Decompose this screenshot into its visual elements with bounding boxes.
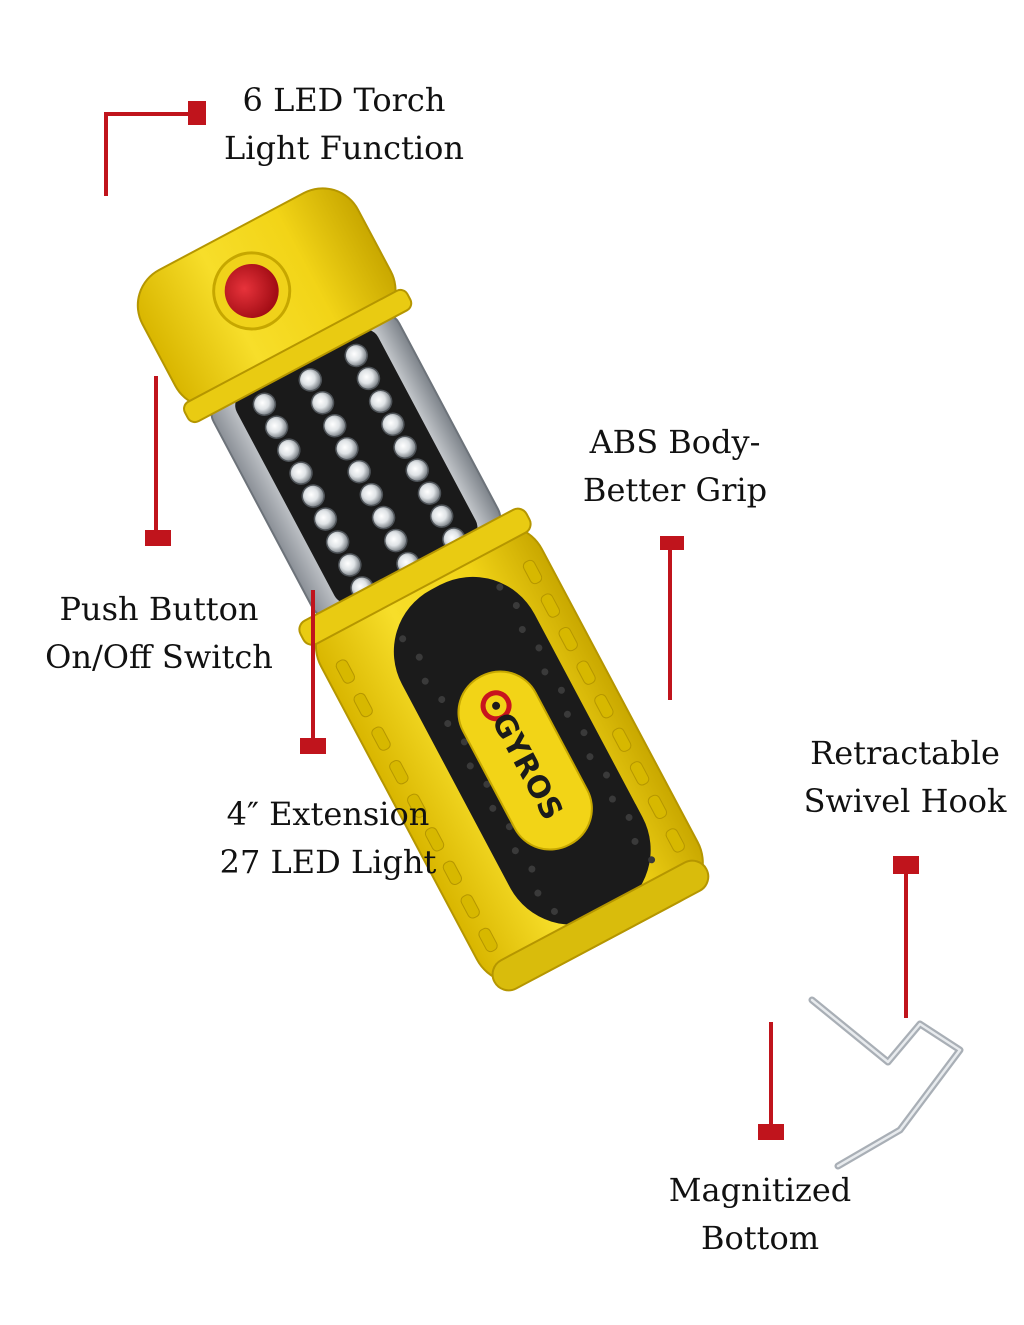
callout-swivel-line1: Retractable (810, 734, 1000, 772)
grip-dot (631, 837, 639, 845)
grip-rib (665, 828, 685, 853)
led (393, 435, 417, 460)
callout-extension: 4″ Extension 27 LED Light (218, 790, 438, 886)
grip-dot (557, 686, 565, 694)
grip-rib (407, 793, 427, 818)
led (252, 392, 277, 417)
led (359, 482, 384, 507)
grip-dot (563, 710, 571, 718)
grip-dot (460, 738, 468, 746)
grip-dot (550, 907, 558, 915)
led (301, 484, 325, 508)
work-light: GYROS (136, 187, 710, 992)
grip-dot (586, 753, 594, 761)
led (298, 368, 323, 392)
grip-rib (647, 794, 668, 820)
grip-dot (541, 668, 549, 676)
grip-rib (353, 692, 373, 718)
led (264, 415, 289, 439)
callout-push-line2: On/Off Switch (45, 638, 273, 676)
led (356, 366, 381, 391)
callout-push-line1: Push Button (59, 590, 259, 628)
callout-magnet-line1: Magnitized (668, 1171, 852, 1209)
grip-rib (424, 827, 445, 852)
push-button (212, 251, 292, 331)
grip-dot (483, 780, 491, 788)
grip-dot (511, 847, 519, 855)
led (289, 461, 313, 485)
grip-dot (534, 889, 542, 897)
callout-push-button: Push Button On/Off Switch (44, 585, 274, 681)
callout-abs-body: ABS Body- Better Grip (575, 418, 775, 514)
grip-rib (540, 593, 561, 618)
led (277, 438, 301, 462)
grip-rib (594, 694, 614, 719)
led (429, 504, 454, 528)
callout-ext-line2: 27 LED Light (219, 843, 437, 881)
grip-dot (466, 762, 474, 770)
led (338, 553, 362, 577)
callout-ext-line1: 4″ Extension (226, 795, 430, 833)
brand-logo: GYROS (457, 670, 593, 851)
grip-dot (496, 583, 504, 591)
callout-swivel-line2: Swivel Hook (803, 782, 1007, 820)
grip-rib (522, 559, 543, 585)
grip-rib (558, 626, 578, 652)
grip-rib (478, 927, 498, 953)
grip-dot (421, 677, 429, 685)
grip-dot (580, 729, 588, 737)
grip-rib (389, 760, 409, 785)
grip-dot (648, 856, 656, 864)
led (344, 343, 368, 368)
led (335, 436, 359, 461)
magnetic-bottom (491, 859, 710, 992)
led (381, 412, 405, 437)
grip-dot (438, 696, 446, 704)
callout-magnet-line2: Bottom (700, 1219, 820, 1257)
led (368, 389, 393, 414)
grip-rib (576, 660, 596, 685)
led (322, 414, 347, 438)
swivel-hook (808, 996, 964, 1170)
led (347, 459, 371, 484)
grip-rib (371, 726, 391, 751)
callout-torch-line1: 6 LED Torch (242, 81, 446, 119)
led (383, 528, 408, 553)
led (405, 458, 429, 482)
grip-dot (535, 644, 543, 652)
grip-dot (625, 813, 633, 821)
callout-torch-line2: Light Function (224, 129, 464, 167)
callout-torch: 6 LED Torch Light Function (224, 76, 464, 172)
grip-rib (612, 727, 632, 752)
grip-dot (518, 626, 526, 634)
grip-rib (460, 894, 480, 919)
grip-rib (442, 860, 463, 885)
grip-rib (629, 761, 650, 786)
grip-dot (512, 602, 520, 610)
led (417, 481, 442, 505)
led (313, 507, 338, 531)
grip-dot (603, 771, 611, 779)
led (325, 530, 350, 554)
led (310, 391, 335, 415)
grip-texture (399, 583, 656, 915)
callout-swivel-hook: Retractable Swivel Hook (800, 729, 1010, 825)
grip-dot (608, 795, 616, 803)
grip-ribs (335, 559, 685, 953)
grip-rib (335, 659, 356, 684)
led (371, 505, 396, 530)
grip-dot (528, 865, 536, 873)
callout-magnetic-bottom: Magnitized Bottom (665, 1166, 855, 1262)
grip-dot (505, 823, 513, 831)
grip-dot (399, 635, 407, 643)
grip-dot (415, 653, 423, 661)
callout-lines (104, 101, 919, 1140)
grip-dot (489, 804, 497, 812)
callout-abs-line1: ABS Body- (589, 423, 761, 461)
grip-dot (444, 720, 452, 728)
callout-abs-line2: Better Grip (582, 471, 768, 509)
